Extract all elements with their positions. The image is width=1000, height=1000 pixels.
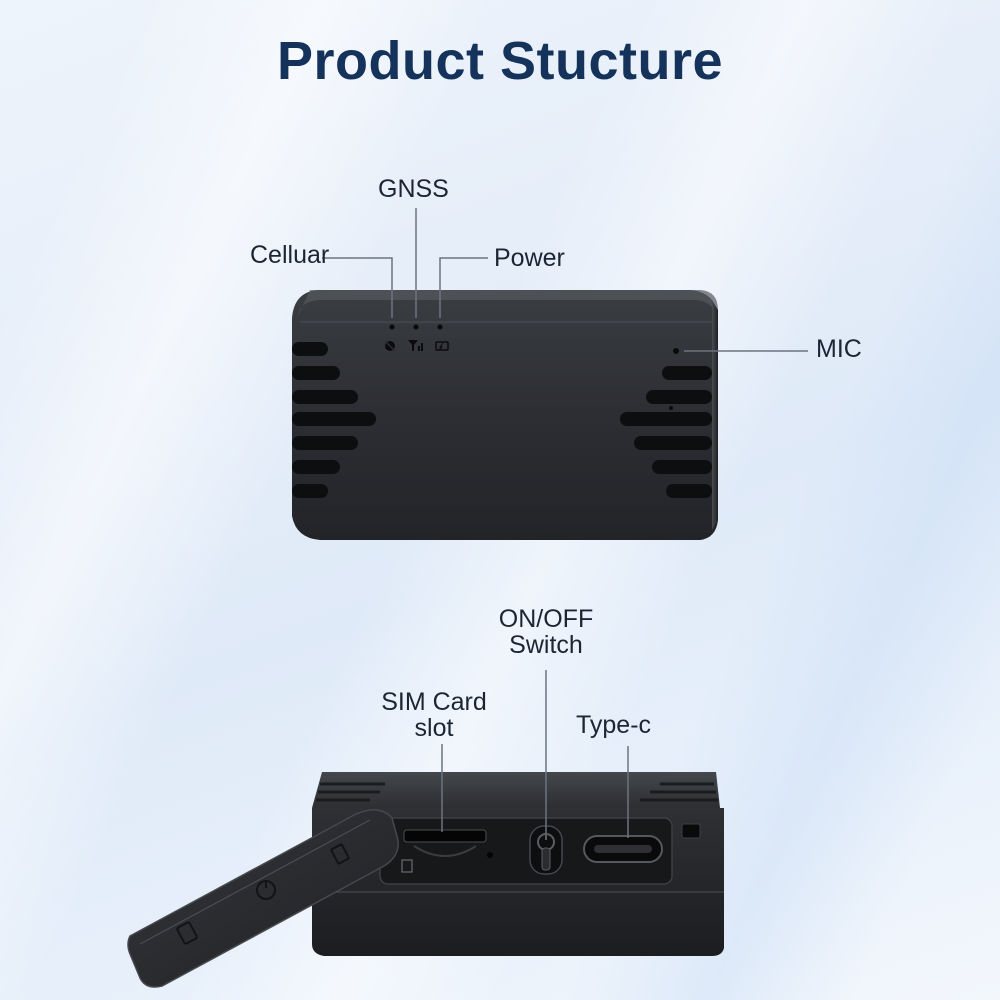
sim-card-slot [403, 829, 487, 843]
mic-label: MIC [816, 335, 862, 363]
top-leader-lines [322, 208, 808, 352]
page-title: Product Stucture [276, 31, 724, 91]
battery-icon [435, 341, 449, 351]
on-off-label-line1: ON/OFF [498, 605, 594, 633]
sim-icon [401, 859, 413, 873]
signal-icon [408, 340, 423, 351]
device-side-view [127, 772, 724, 988]
on-off-switch-label: ON/OFF Switch [488, 606, 604, 659]
right-vents [620, 366, 712, 498]
cellular-label: Celluar [250, 241, 330, 269]
satellite-icon [384, 340, 396, 352]
power-label: Power [494, 244, 565, 272]
gnss-label: GNSS [378, 175, 449, 203]
on-off-switch [529, 825, 563, 875]
sim-label-line2: slot [414, 714, 454, 743]
type-c-label: Type-c [576, 711, 652, 739]
cellular-led [389, 324, 395, 330]
gnss-led [413, 324, 419, 330]
left-vents [292, 342, 376, 498]
sim-card-slot-label: SIM Card slot [370, 689, 498, 742]
mic-hole [673, 348, 679, 354]
on-off-label-line2: Switch [509, 631, 583, 660]
power-led [437, 324, 443, 330]
top-ribs [316, 782, 718, 802]
sim-label-line1: SIM Card [381, 688, 487, 716]
device-top-view [292, 290, 718, 540]
port-cover [127, 809, 399, 988]
side-leader-lines [441, 670, 629, 838]
device-top-face [292, 290, 718, 540]
